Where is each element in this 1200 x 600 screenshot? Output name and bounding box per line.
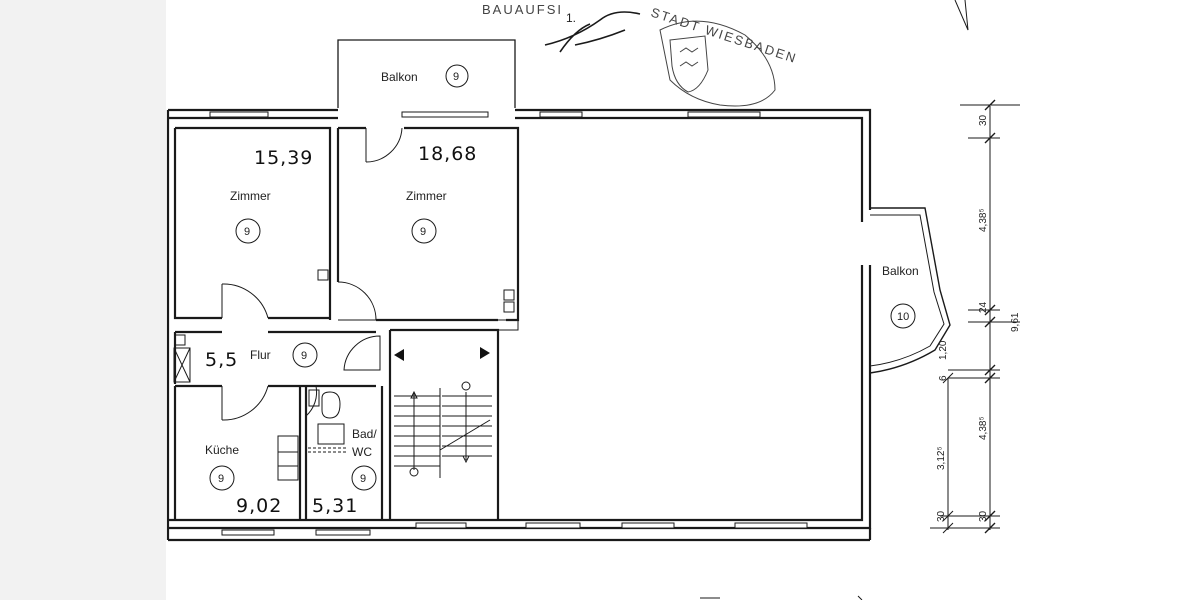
- kitchen-label: Küche: [205, 443, 239, 457]
- dim-438-top: 4,38⁵: [978, 208, 989, 232]
- coat-of-arms-icon: [669, 35, 709, 93]
- dim-30-bottom: 30: [978, 510, 989, 522]
- room-left-label: Zimmer: [230, 189, 271, 203]
- hall-label: Flur: [250, 348, 271, 362]
- arrow-right-icon: [480, 347, 490, 359]
- bath-label-line1: Bad/: [352, 427, 377, 441]
- dim-total: 9,61: [1010, 312, 1021, 332]
- fleur-de-lis-icon: [679, 47, 699, 67]
- kitchen-fixtures: [277, 435, 299, 481]
- balcony-right-unit: 10: [897, 311, 909, 323]
- bottom-marks: [700, 595, 863, 600]
- bath: Bad/ WC 9 5,31: [312, 427, 377, 517]
- bath-unit-marker: [351, 465, 377, 491]
- corner-mark: [954, 0, 969, 31]
- kitchen: Küche 9 9,02: [205, 443, 282, 517]
- dim-120: 1,20: [938, 340, 949, 360]
- kitchen-unit-marker: [209, 465, 235, 491]
- balcony-right-label: Balkon: [882, 264, 919, 278]
- room-mid-unit: 9: [420, 226, 426, 238]
- bath-fixtures: [308, 389, 346, 453]
- dim-6: 6: [938, 375, 949, 381]
- room-mid-area: 18,68: [418, 143, 477, 165]
- room-mid-label: Zimmer: [406, 189, 447, 203]
- balcony-top-unit-marker: [445, 64, 469, 88]
- room-left: 15,39 Zimmer 9: [230, 147, 313, 244]
- kitchen-area: 9,02: [236, 495, 282, 517]
- stamp-number: 1.: [566, 11, 576, 25]
- bath-unit: 9: [360, 473, 366, 485]
- dim-24: 24: [978, 301, 989, 313]
- dimension-chain: 30 4,38⁵ 24 1,20 6 4,38⁵ 30 3,12⁵ 30 9,6…: [930, 99, 1021, 534]
- dim-30-top: 30: [978, 114, 989, 126]
- toilet-icon: [321, 391, 341, 419]
- windows-bottom: [221, 522, 808, 536]
- balcony-top-label: Balkon: [381, 70, 418, 84]
- bath-area: 5,31: [312, 495, 358, 517]
- signature-scribble: [544, 11, 641, 53]
- doors: [221, 127, 403, 421]
- hall-unit: 9: [301, 350, 307, 362]
- balcony-right-unit-marker: [890, 303, 916, 329]
- interior-walls: [173, 126, 520, 520]
- shafts: [173, 269, 515, 383]
- dim-30-inner: 30: [936, 510, 947, 522]
- bath-label-line2: WC: [352, 445, 372, 459]
- balcony-top-unit: 9: [453, 71, 459, 83]
- stamp-text-left: BAUAUFSI: [482, 2, 563, 17]
- room-mid-unit-marker: [411, 218, 437, 244]
- hall-unit-marker: [292, 342, 318, 368]
- windows-top: [209, 111, 761, 118]
- balcony-top: Balkon 9: [337, 39, 516, 108]
- outer-walls: [166, 108, 872, 542]
- dim-3125: 3,12⁵: [936, 446, 947, 470]
- hall-area: 5,5: [205, 349, 238, 371]
- arrow-left-icon: [394, 349, 404, 361]
- dim-438-bottom: 4,38⁵: [978, 416, 989, 440]
- hall: 5,5 Flur 9: [205, 342, 318, 371]
- washbasin-icon: [317, 423, 345, 445]
- stamp-seal-outline: [659, 20, 776, 107]
- balcony-right: Balkon 10: [869, 207, 951, 374]
- room-left-unit-marker: [235, 218, 261, 244]
- authority-stamp: BAUAUFSI STADT WIESBADEN 1.: [482, 0, 969, 107]
- kitchen-unit: 9: [218, 473, 224, 485]
- staircase: [394, 347, 492, 478]
- room-left-area: 15,39: [254, 147, 313, 169]
- room-mid: 18,68 Zimmer 9: [406, 143, 477, 244]
- room-left-unit: 9: [244, 226, 250, 238]
